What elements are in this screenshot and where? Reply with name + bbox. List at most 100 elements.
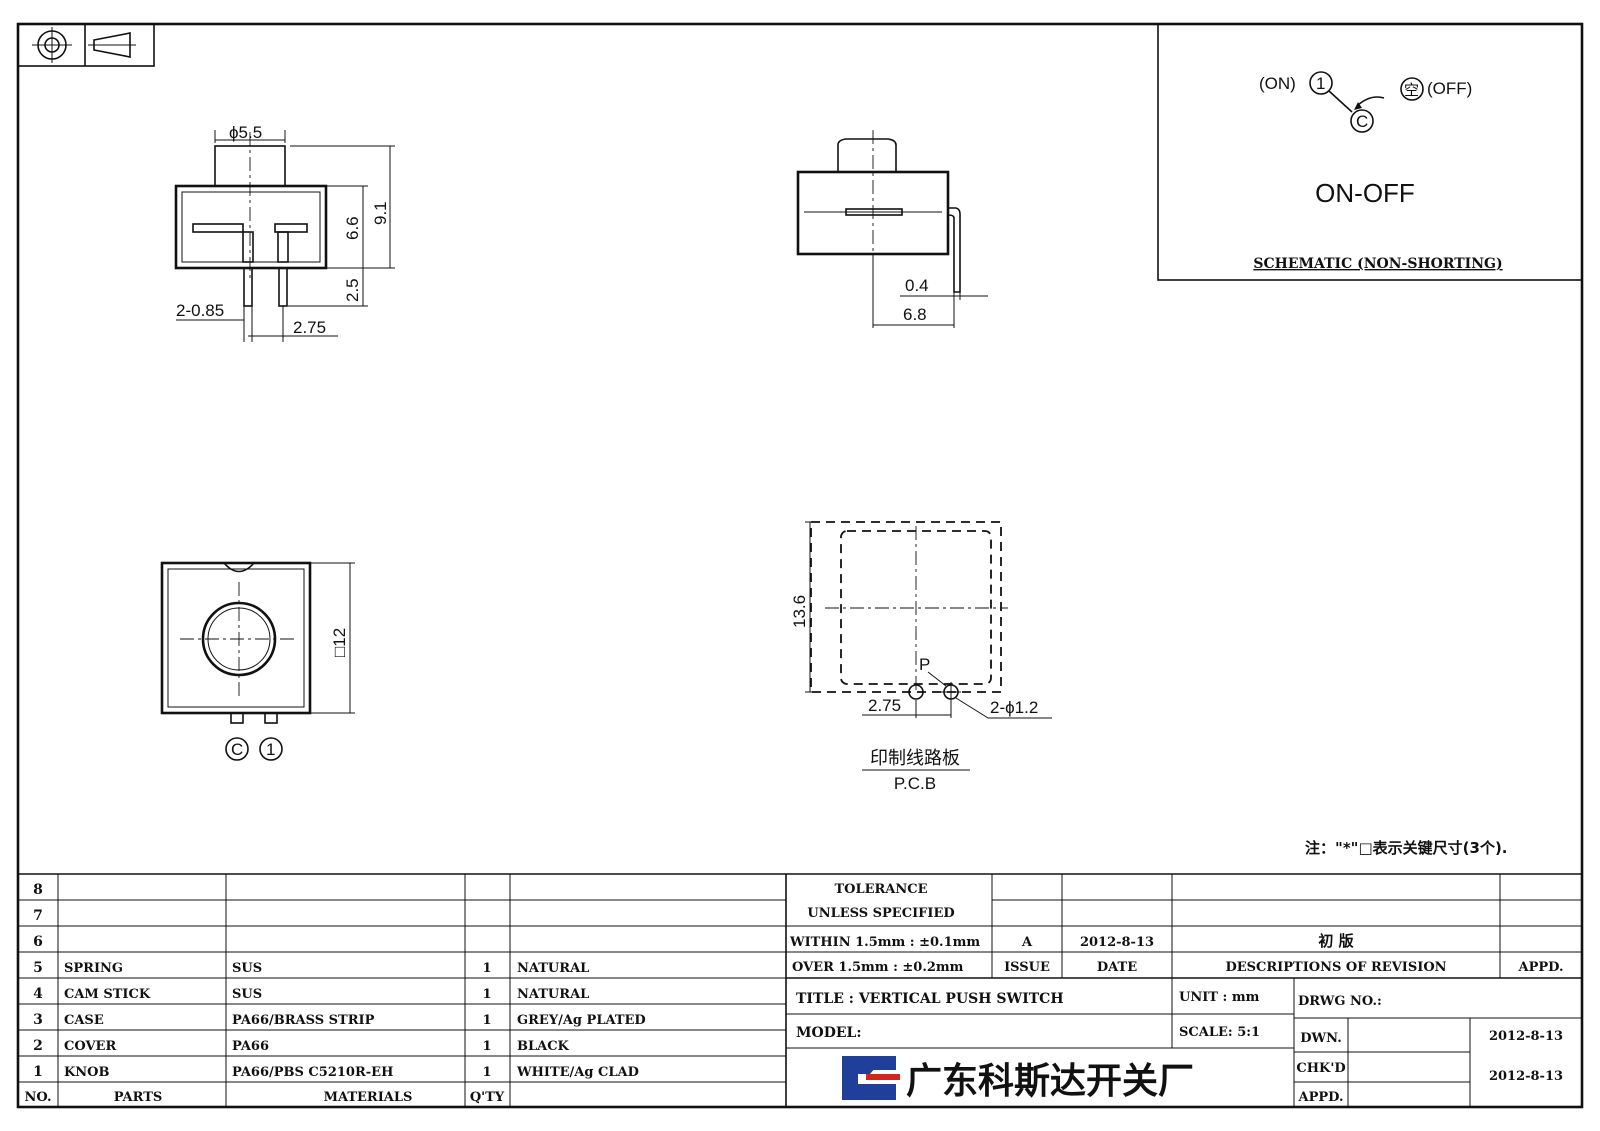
point-p: P: [919, 655, 930, 674]
pcb-hole-1: [908, 684, 924, 700]
revision-issue: A: [1021, 935, 1033, 950]
terminal-c-icon: [225, 737, 249, 761]
row-part: SPRING: [64, 961, 123, 976]
tolerance-line-3: WITHIN 1.5mm : ±0.1mm: [789, 935, 980, 950]
terminal-c-label: C: [1356, 112, 1368, 131]
row-no: 2: [33, 1038, 43, 1054]
row-finish: NATURAL: [517, 961, 589, 976]
terminal-c-icon: [1350, 109, 1374, 133]
row-no: 7: [33, 908, 43, 924]
header-materials: MATERIALS: [324, 1090, 413, 1105]
dim-depth: 6.8: [903, 305, 927, 324]
row-part: KNOB: [64, 1065, 110, 1080]
scale-label: SCALE: 5:1: [1179, 1025, 1260, 1040]
row-finish: NATURAL: [517, 987, 589, 1002]
description-header: DESCRIPTIONS OF REVISION: [1225, 960, 1446, 975]
drawing-title: TITLE : VERTICAL PUSH SWITCH: [796, 991, 1064, 1007]
dim-square-size: □12: [330, 628, 349, 657]
terminal-empty-label: 空: [1404, 81, 1419, 99]
row-no: 4: [33, 986, 43, 1002]
drawing-border: [16, 22, 1584, 1109]
company-name: 广东科斯达开关厂: [906, 1061, 1194, 1102]
on-label: (ON): [1259, 74, 1296, 93]
dim-hole-diameter: 2-ϕ1.2: [990, 698, 1038, 717]
header-no: NO.: [25, 1090, 52, 1105]
row-qty: 1: [482, 961, 491, 976]
bom-table: [18, 873, 1582, 1107]
table-row: 5 SPRING SUS 1 NATURAL: [33, 960, 589, 976]
bom-rows: 8 7 6 5 SPRING SUS 1 NATURAL: [25, 882, 646, 1105]
dim-pin-pitch: 2.75: [293, 318, 326, 337]
projection-symbol-icon: [17, 23, 155, 67]
top-terminal-c: C: [231, 740, 243, 759]
row-material: PA66/BRASS STRIP: [232, 1013, 375, 1028]
side-view: 0.4 6.8: [796, 130, 988, 328]
row-qty: 1: [482, 1013, 491, 1028]
row-material: PA66: [232, 1039, 269, 1054]
row-qty: 1: [482, 987, 491, 1002]
tolerance-line-1: TOLERANCE: [834, 882, 927, 897]
row-qty: 1: [482, 1065, 491, 1080]
dim-body-height: 6.6: [343, 216, 362, 240]
dim-total-height: 9.1: [371, 201, 390, 225]
top-view: C 1 □12: [160, 561, 355, 761]
title-block: TITLE : VERTICAL PUSH SWITCH MODEL: UNIT…: [786, 978, 1582, 1107]
dim-lead-thickness: 0.4: [905, 276, 929, 295]
row-qty: 1: [482, 1039, 491, 1054]
off-label: (OFF): [1427, 79, 1472, 98]
front-view: ϕ5.5 6.6 9.1 2.5 2-0.85 2.75: [174, 123, 395, 342]
terminal-1-label: 1: [1316, 74, 1325, 93]
row-material: SUS: [232, 961, 262, 976]
header-parts: PARTS: [114, 1090, 163, 1105]
header-qty: Q'TY: [470, 1090, 505, 1105]
revision-date: 2012-8-13: [1080, 935, 1154, 950]
appd-header: APPD.: [1518, 960, 1564, 975]
pcb-label-cn: 印制线路板: [870, 748, 960, 769]
dim-pcb-size: 13.6: [790, 595, 809, 628]
table-row: 3 CASE PA66/BRASS STRIP 1 GREY/Ag PLATED: [33, 1012, 646, 1028]
drawn-label: DWN.: [1300, 1031, 1341, 1046]
checked-date: 2012-8-13: [1489, 1069, 1563, 1084]
tolerance-revision-block: TOLERANCE UNLESS SPECIFIED WITHIN 1.5mm …: [785, 874, 1582, 979]
function-label: ON-OFF: [1315, 178, 1415, 208]
row-finish: GREY/Ag PLATED: [517, 1013, 646, 1028]
dim-pcb-pitch: 2.75: [868, 696, 901, 715]
row-finish: BLACK: [517, 1039, 570, 1054]
pcb-label-en: P.C.B: [894, 774, 936, 793]
unit-label: UNIT : mm: [1179, 990, 1260, 1005]
tolerance-line-4: OVER 1.5mm : ±0.2mm: [792, 960, 964, 975]
drawing-number-label: DRWG NO.:: [1298, 994, 1382, 1009]
approved-label: APPD.: [1298, 1090, 1344, 1105]
pcb-view: 13.6 2.75 P 2-ϕ1.2 印制线路板 P.C.B: [790, 521, 1052, 793]
row-material: SUS: [232, 987, 262, 1002]
terminal-1-icon: [1309, 71, 1333, 95]
row-no: 8: [33, 882, 43, 898]
row-no: 6: [33, 934, 43, 950]
company-logo: [842, 1056, 900, 1100]
row-part: CAM STICK: [64, 987, 151, 1002]
revision-description: 初 版: [1318, 932, 1353, 950]
table-row: 7: [33, 908, 43, 924]
row-no: 5: [33, 960, 43, 976]
table-row: 4 CAM STICK SUS 1 NATURAL: [33, 986, 589, 1002]
row-no: 1: [33, 1064, 43, 1080]
model-label: MODEL:: [796, 1025, 862, 1041]
dim-pin-length: 2.5: [343, 278, 362, 302]
row-no: 3: [33, 1012, 43, 1028]
table-row: 6: [33, 934, 43, 950]
row-finish: WHITE/Ag CLAD: [516, 1065, 639, 1080]
table-row: 1 KNOB PA66/PBS C5210R-EH 1 WHITE/Ag CLA…: [33, 1064, 639, 1080]
top-terminal-1: 1: [266, 740, 275, 759]
issue-header: ISSUE: [1004, 960, 1050, 975]
table-header: NO. PARTS MATERIALS Q'TY: [25, 1090, 505, 1105]
row-part: CASE: [64, 1013, 104, 1028]
key-dimension-note: 注："*"□表示关键尺寸(3个).: [1305, 839, 1508, 857]
schematic-panel: (ON) 1 C 空 (OFF) ON-OFF SCHEMATIC (NON-S…: [1157, 23, 1583, 281]
terminal-empty-icon: [1400, 77, 1424, 101]
tolerance-line-2: UNLESS SPECIFIED: [807, 906, 954, 921]
row-part: COVER: [64, 1039, 116, 1054]
row-material: PA66/PBS C5210R-EH: [232, 1065, 393, 1080]
drawn-date: 2012-8-13: [1489, 1029, 1563, 1044]
terminal-1-icon: [259, 737, 283, 761]
